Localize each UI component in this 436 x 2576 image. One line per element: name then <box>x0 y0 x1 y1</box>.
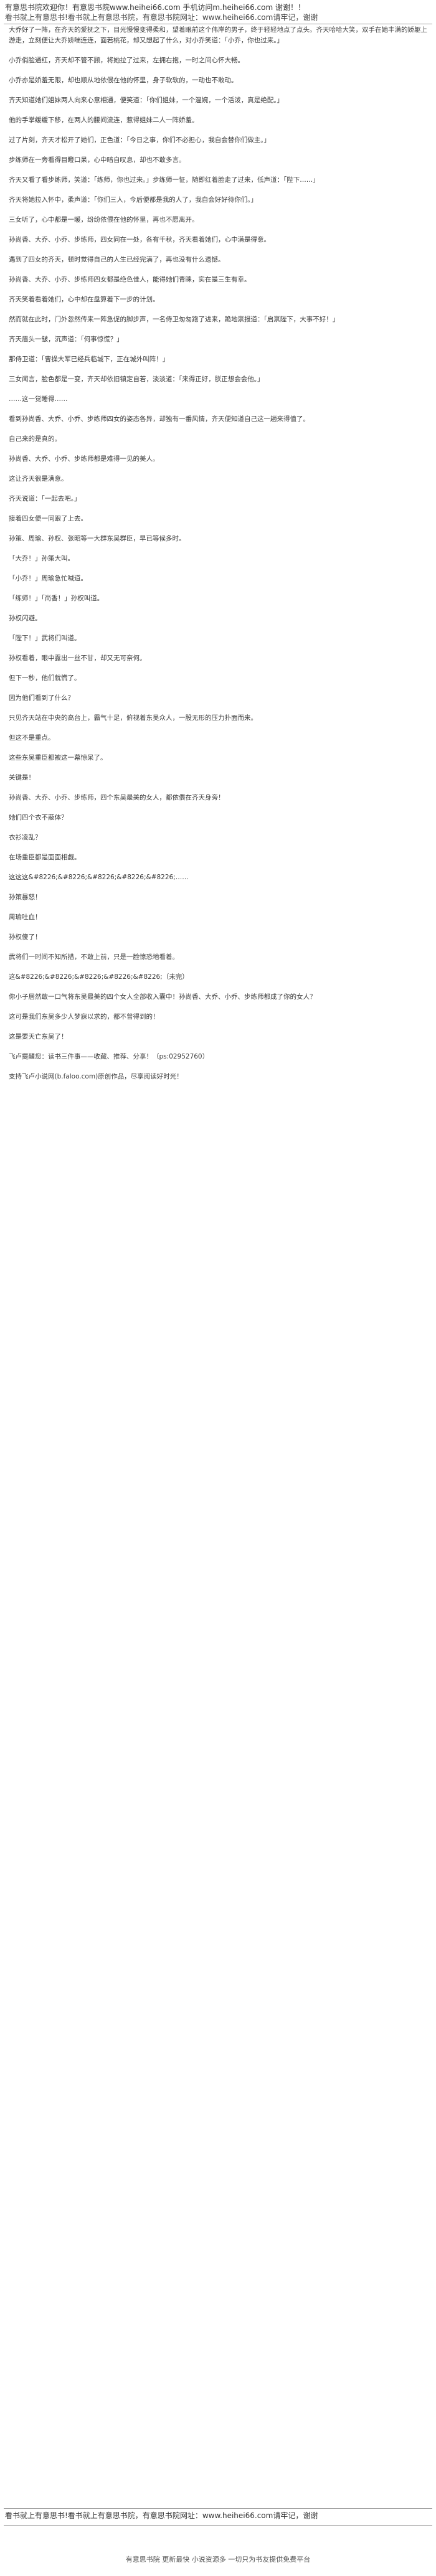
paragraph: 孙尚香、大乔、小乔、步练师都是难得一见的美人。 <box>9 455 159 463</box>
paragraph: 看到孙尚香、大乔、小乔、步练师四女的姿态各异，却独有一番风情，齐天便知道自己这一… <box>9 415 310 423</box>
paragraph: 「陛下！」武将们叫道。 <box>9 635 81 642</box>
paragraph: 孙权傻了！ <box>9 933 42 941</box>
paragraph: 小乔俏脸通红，齐天却不管不顾，将她拉了过来，左拥右抱，一时之间心怀大畅。 <box>9 57 244 64</box>
paragraph: 「小乔！」周瑜急忙喊道。 <box>9 575 87 582</box>
bottom-divider <box>4 2508 432 2509</box>
paragraph: 大乔好了一阵，在齐天的爱抚之下，目光慢慢变得柔和，望着眼前这个伟岸的男子，终于轻… <box>9 26 427 44</box>
paragraph: 三女闻言，脸色都是一变，齐天却依旧镇定自若，淡淡道：「来得正好，朕正想会会他。」 <box>9 375 264 383</box>
bottom-divider-2 <box>4 2525 432 2526</box>
paragraph: 孙策、周瑜、孙权、张昭等一大群东吴群臣，早已等候多时。 <box>9 535 186 542</box>
paragraph: ……这一觉睡得…… <box>9 395 68 403</box>
paragraph: 这可是我们东吴多少人梦寐以求的，都不曾得到的！ <box>9 1013 159 1021</box>
paragraph: 遇到了四女的齐天，顿时觉得自己的人生已经完满了，再也没有什么遗憾。 <box>9 256 225 263</box>
paragraph: 孙权看着，眼中露出一丝不甘，却又无可奈何。 <box>9 654 146 662</box>
paragraph: 你小子居然敢一口气将东吴最美的四个女人全部收入囊中！孙尚香、大乔、小乔、步练师都… <box>9 993 316 1001</box>
paragraph: 齐天知道她们姐妹两人向来心意相通，便笑道：「你们姐妹，一个温婉，一个活泼，真是绝… <box>9 97 283 104</box>
footer-text: 有意思书院 更新最快 小说资源多 一切只为书友提供免费平台 <box>125 2555 311 2564</box>
paragraph: 「练师！」「尚香！」孙权叫道。 <box>9 595 104 602</box>
paragraph: 但这不是重点。 <box>9 734 55 742</box>
paragraph: 「大乔！」孙策大叫。 <box>9 555 74 562</box>
site-header-line1: 有意思书院欢迎你！有意思书院www.heihei66.com 手机访问m.hei… <box>5 3 306 12</box>
paragraph: 但下一秒，他们就慌了。 <box>9 674 81 682</box>
chapter-content: 大乔好了一阵，在齐天的爱抚之下，目光慢慢变得柔和，望着眼前这个伟岸的男子，终于轻… <box>9 25 427 1092</box>
bottom-banner: 看书就上有意思书!看书就上有意思书院，有意思书院网址：www.heihei66.… <box>5 2511 318 2520</box>
paragraph: 这&#8226;&#8226;&#8226;&#8226;&#8226;（未完） <box>9 973 189 981</box>
paragraph: 他的手掌缓缓下移，在两人的腰间流连，惹得姐妹二人一阵娇羞。 <box>9 116 199 124</box>
paragraph: 齐天眉头一皱，沉声道：「何事惊慌？」 <box>9 336 123 343</box>
paragraph: 只见齐天站在中央的高台上，霸气十足，俯视着东吴众人，一股无形的压力扑面而来。 <box>9 714 257 722</box>
paragraph: 孙尚香、大乔、小乔、步练师，四个东吴最美的女人，都依偎在齐天身旁！ <box>9 794 225 801</box>
paragraph: 这是要天亡东吴了！ <box>9 1033 68 1040</box>
paragraph: 因为他们看到了什么？ <box>9 694 74 702</box>
paragraph: 步练师在一旁看得目瞪口呆，心中暗自叹息，却也不敢多言。 <box>9 156 186 164</box>
paragraph: 武将们一时间不知所措，不敢上前，只是一脸惊恐地看着。 <box>9 953 179 961</box>
paragraph: 她们四个衣不蔽体？ <box>9 814 68 821</box>
paragraph: 那侍卫道：「曹操大军已经兵临城下，正在城外叫阵！」 <box>9 356 169 363</box>
paragraph: 这这这&#8226;&#8226;&#8226;&#8226;&#8226;…… <box>9 874 189 881</box>
paragraph: 齐天将她拉入怀中，柔声道：「你们三人，今后便都是我的人了，我自会好好待你们。」 <box>9 196 257 204</box>
paragraph: 自己来的是真的。 <box>9 435 61 443</box>
paragraph: 孙策暴怒！ <box>9 894 42 901</box>
paragraph: 然而就在此时，门外忽然传来一阵急促的脚步声，一名侍卫匆匆跑了进来，跪地禀报道：「… <box>9 316 339 323</box>
paragraph: 飞卢提醒您：读书三件事——收藏、推荐、分享！（ps:02952760） <box>9 1053 209 1060</box>
paragraph: 齐天笑着看着她们，心中却在盘算着下一步的计划。 <box>9 296 159 303</box>
paragraph: 孙尚香、大乔、小乔、步练师，四女同在一处，各有千秋，齐天看着她们，心中满是得意。 <box>9 236 270 243</box>
paragraph: 在场重臣都是面面相觑。 <box>9 854 81 861</box>
paragraph: 过了片刻，齐天才松开了她们，正色道：「今日之事，你们不必担心，我自会替你们做主。… <box>9 136 270 144</box>
paragraph: 关键是！ <box>9 774 35 781</box>
site-header-line2: 看书就上有意思书!看书就上有意思书院，有意思书院网址：www.heihei66.… <box>5 13 318 22</box>
paragraph: 孙尚香、大乔、小乔、步练师四女都是绝色佳人，能得她们青睐，实在是三生有幸。 <box>9 276 251 283</box>
paragraph: 齐天说道：「一起去吧。」 <box>9 495 81 502</box>
paragraph: 这些东吴重臣都被这一幕惊呆了。 <box>9 754 107 762</box>
paragraph: 支持飞卢小说网(b.faloo.com)原创作品，尽享阅读好时光！ <box>9 1073 183 1080</box>
paragraph: 周瑜吐血！ <box>9 913 42 921</box>
paragraph: 小乔亦是娇羞无限，却也顺从地依偎在他的怀里，身子软软的，一动也不敢动。 <box>9 77 238 84</box>
paragraph: 衣衫凌乱？ <box>9 834 42 841</box>
paragraph: 孙权闪避。 <box>9 615 42 622</box>
paragraph: 接着四女便一同跟了上去。 <box>9 515 87 522</box>
paragraph: 齐天又看了看步练师，笑道：「练师，你也过来。」步练师一怔，随即红着脸走了过来，低… <box>9 176 320 184</box>
site-header: 有意思书院欢迎你！有意思书院www.heihei66.com 手机访问m.hei… <box>5 2 431 22</box>
paragraph: 这让齐天很是满意。 <box>9 475 68 483</box>
paragraph: 三女听了，心中都是一暖，纷纷依偎在他的怀里，再也不愿离开。 <box>9 216 199 224</box>
